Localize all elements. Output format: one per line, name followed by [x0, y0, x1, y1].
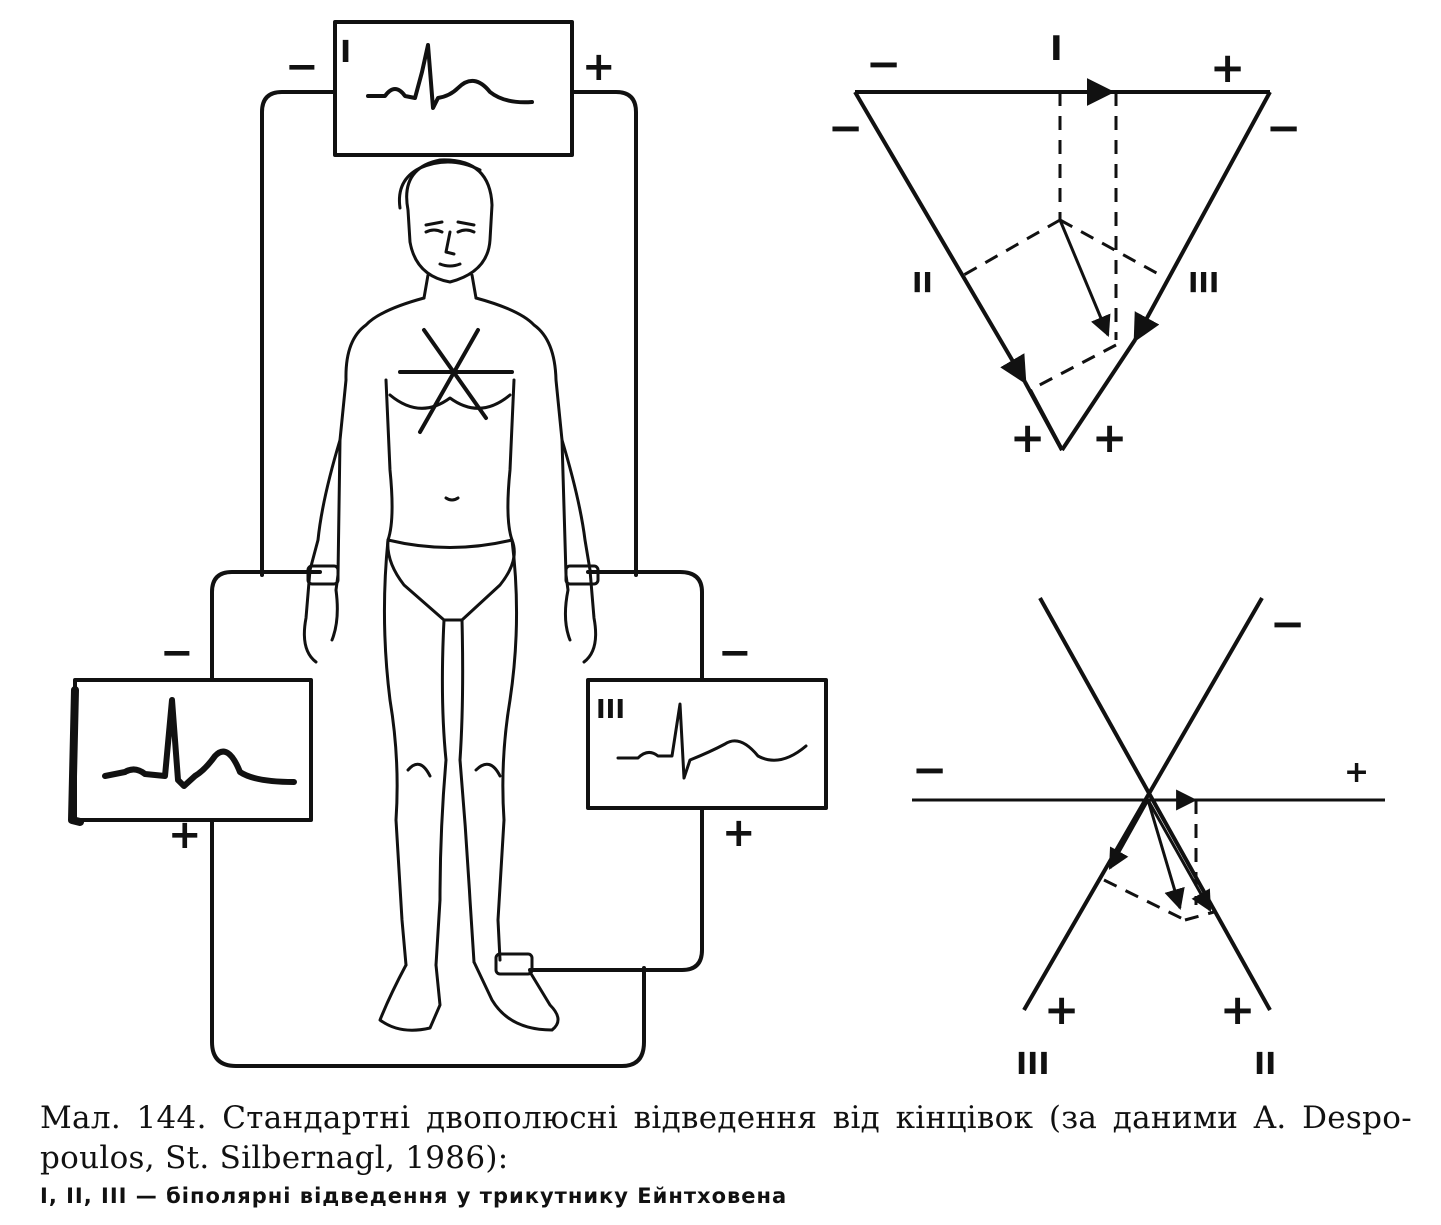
ecg-trace-lead-III — [616, 702, 808, 780]
ecg-trace-lead-II — [102, 697, 297, 789]
triangle-top-right-plus: + — [1210, 43, 1245, 92]
axes-plus-lower-right: + — [1220, 985, 1255, 1034]
triangle-bottom-right-plus: + — [1092, 413, 1127, 462]
axis-lead-II-arrow — [1146, 799, 1212, 912]
axes-minus-upper-right: − — [1270, 599, 1305, 648]
lead-III-label: III — [596, 695, 625, 725]
triangle-lead-II — [853, 90, 1027, 385]
ecg-box-lead-II — [73, 678, 313, 822]
body-diagram-labels: − I + − + III − + — [160, 35, 756, 858]
lead-III-wire — [528, 570, 704, 972]
triangle-left-label: II — [912, 266, 933, 299]
axes-plus-lower-left: + — [1044, 985, 1079, 1034]
triangle-top-left-minus: − — [866, 39, 901, 88]
triangle-bottom-left-plus: + — [1010, 413, 1045, 462]
ecg-box-lead-II-shadow — [68, 686, 84, 826]
triangle-right-minus: − — [1266, 103, 1301, 152]
axes-plus-right: + — [1344, 755, 1369, 790]
chest-lead-lines — [398, 328, 514, 434]
triangle-left-minus: − — [828, 103, 863, 152]
triangle-top-label: I — [1050, 29, 1063, 69]
lead-I-minus: − — [285, 44, 319, 90]
lead-II-minus: − — [160, 630, 194, 676]
lead-I-label: I — [340, 35, 351, 70]
lead-I-plus: + — [582, 44, 616, 90]
lead-II-plus: + — [168, 812, 202, 858]
figure-caption-legend: I, II, III — біполярні відведення у трик… — [40, 1184, 788, 1208]
triangle-right-label: III — [1188, 266, 1219, 299]
lead-I-wire — [260, 90, 638, 577]
triangle-lead-III — [1133, 91, 1272, 343]
axis-lead-III — [1022, 596, 1264, 1012]
axes-labels: − − + + + III II — [912, 599, 1369, 1082]
ecg-trace-lead-I — [366, 43, 534, 110]
lead-II-wire — [210, 570, 646, 1068]
triangle-left-small — [1028, 389, 1064, 451]
ecg-box-lead-I — [333, 20, 574, 157]
axis-lead-II — [1038, 597, 1272, 1011]
figure-caption: Мал. 144. Стандартні двополюсні відведен… — [40, 1100, 1412, 1176]
body-diagram — [68, 20, 828, 1068]
lead-axes-diagram — [912, 596, 1385, 1012]
axis-lead-III-arrow — [1108, 799, 1150, 870]
axis-heart-vector — [1146, 799, 1185, 911]
lead-III-minus: − — [718, 630, 752, 676]
human-figure — [302, 158, 600, 1032]
ecg-leads-figure: − I + − + III − + − I + − − II III — [68, 20, 1385, 1082]
triangle-heart-vector — [1058, 219, 1111, 337]
axes-minus-left: − — [912, 745, 947, 794]
ecg-box-lead-III — [586, 678, 828, 810]
axes-label-III: III — [1016, 1047, 1050, 1082]
triangle-lead-III-tail — [1060, 338, 1137, 452]
triangle-labels: − I + − − II III + + — [828, 29, 1301, 462]
axes-label-II: II — [1254, 1047, 1276, 1082]
einthoven-triangle — [853, 78, 1272, 452]
lead-III-plus: + — [722, 810, 756, 856]
